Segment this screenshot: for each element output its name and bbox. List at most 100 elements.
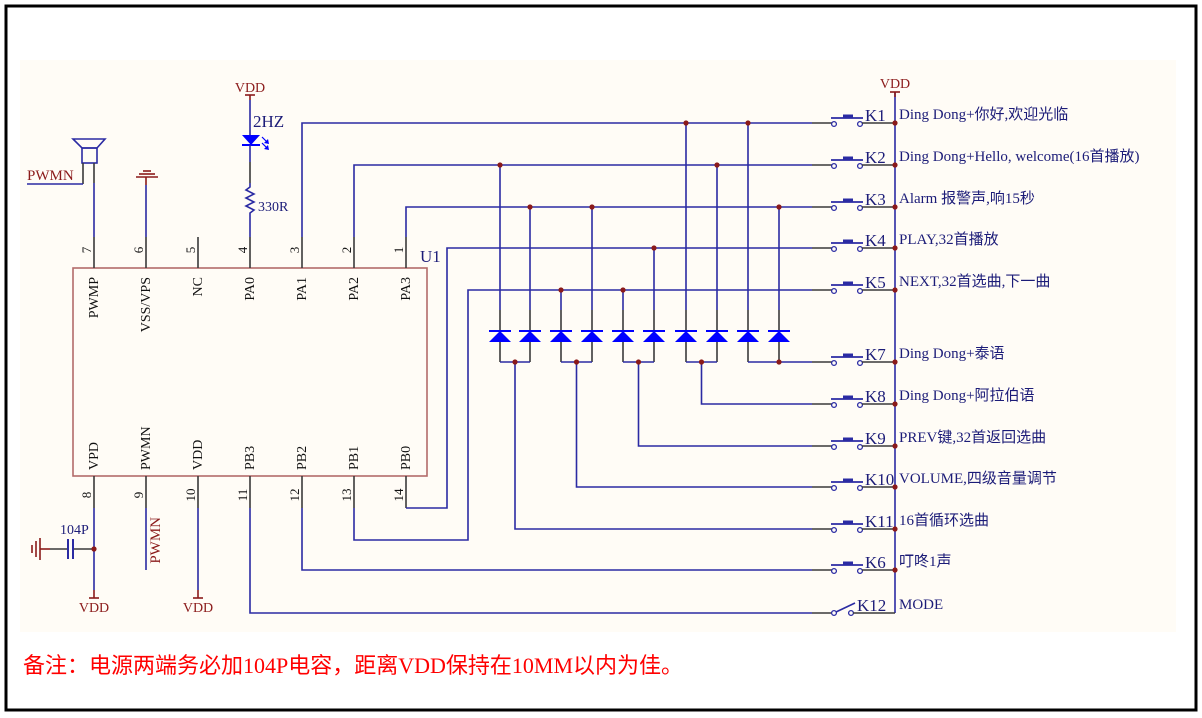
switch-ref: K10 [865,470,894,489]
junction-dot [892,401,898,407]
switch-ref: K6 [865,553,886,572]
arrow-head [264,145,269,150]
pin-number: 7 [79,246,94,253]
pin-number: 12 [287,489,302,502]
pin-name: PA3 [399,277,414,301]
diode-pair-anode [561,359,812,488]
junction-dot [892,245,898,251]
wire [514,362,812,530]
ground-pin6 [136,170,158,237]
diode-pair-anode [748,359,812,365]
vdd-label: VDD [880,77,910,92]
junction-dot [497,162,503,168]
diode [550,287,572,362]
junction-dot [745,120,751,126]
pin-name: PA1 [295,277,310,301]
vdd-symbol: VDD [183,590,213,616]
diode [519,204,541,362]
diode-pair-anode [500,359,812,530]
pin-name: PB0 [399,446,414,470]
diode-icon [519,331,541,342]
diode-matrix [489,120,812,530]
pin-name: PA0 [243,277,258,301]
push-button-cap [843,520,853,524]
wire-pb0 [406,247,812,509]
diode-icon [768,331,790,342]
capacitor-circuit: 104P [31,523,97,560]
diode-pair-anode [623,359,812,447]
vdd-symbol: VDD [79,590,109,616]
toggle-switch-icon [835,602,856,613]
capacitor-value: 104P [60,523,89,538]
switch-contact [856,204,864,212]
switch-contact [856,120,864,128]
switch-description: PREV键,32首返回选曲 [899,429,1046,446]
switch-ref: K4 [865,231,886,250]
pin-number: 2 [339,247,354,254]
diode-icon [489,331,511,342]
switch-ref: K3 [865,190,886,209]
switch-description: 16首循环选曲 [899,512,989,529]
wire [700,362,812,405]
push-button-cap [843,478,853,482]
push-button-cap [843,395,853,399]
pin-number: 1 [391,247,406,254]
switch-ref: K2 [865,148,886,167]
junction-dot [714,162,720,168]
push-button-cap [843,353,853,357]
switch-contact [856,567,864,575]
diode [489,162,511,362]
junction-dot [892,443,898,449]
push-button-cap [843,156,853,160]
switch-contact [856,443,864,451]
schematic-sheet [20,60,1176,632]
wire-pa1 [301,122,812,237]
junction-dot [698,359,705,365]
wire-pa2 [353,164,812,237]
switch-ref: K7 [865,345,886,364]
switch-contact [856,287,864,295]
pin-number: 9 [131,492,146,499]
diode-icon [706,331,728,342]
ic-u1: U17PWMP6VSS/VPS5NC4PA03PA12PA21PA38VPD9P… [72,237,441,508]
pin-number: 14 [391,488,406,502]
wire-pa3 [405,206,812,237]
vdd-label: VDD [183,601,213,616]
wire-pb2 [301,508,812,571]
switch-contact [830,484,838,492]
switch-description: NEXT,32首选曲,下一曲 [899,273,1050,290]
junction-dot [892,204,898,210]
push-button-cap [843,437,853,441]
switch-contact [830,287,838,295]
switch-ref: K9 [865,429,886,448]
pin-name: VSS/VPS [139,277,154,332]
wire [575,362,812,488]
switch-contact [830,162,838,170]
switch-contact [856,162,864,170]
junction-dot [651,245,657,251]
switch-ref: K1 [865,106,886,125]
switch-contact [856,401,864,409]
speaker-circuit: PWMN [27,138,107,237]
switch-ref: K12 [857,596,886,615]
junction-dot [683,120,689,126]
junction-dot [892,359,898,365]
diode [768,204,790,362]
diode [581,204,603,362]
pin-number: 8 [79,492,94,499]
diode [675,120,697,362]
switch-ref: K8 [865,387,886,406]
wires [249,122,812,614]
led-icon [242,135,260,145]
